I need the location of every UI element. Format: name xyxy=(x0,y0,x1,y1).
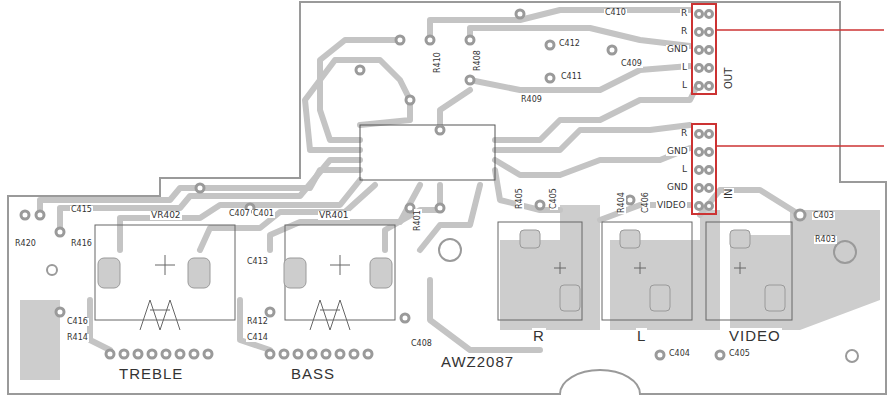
connector-name: IN xyxy=(724,188,734,200)
part-ref: VR401 xyxy=(318,211,350,220)
part-ref: R408 xyxy=(474,49,482,72)
part-ref: C405 xyxy=(728,350,751,358)
part-ref: R414 xyxy=(66,334,89,342)
part-ref: C412 xyxy=(558,40,581,48)
part-ref: R404 xyxy=(618,191,626,214)
part-ref: R420 xyxy=(14,240,37,248)
pin-name: GND xyxy=(666,45,689,54)
mounting-holes xyxy=(47,239,858,362)
part-ref: C404 xyxy=(668,350,691,358)
solder-pads xyxy=(21,10,805,359)
pin-name: L xyxy=(681,165,688,174)
channel-name: L xyxy=(636,328,647,343)
part-ref: C403 xyxy=(812,212,835,220)
channel-name: VIDEO xyxy=(728,328,782,343)
part-ref: C407 xyxy=(228,210,251,218)
board-outline xyxy=(8,2,886,394)
part-ref: C413 xyxy=(246,258,269,266)
connector-name: OUT xyxy=(724,67,734,90)
part-ref: C408 xyxy=(410,340,433,348)
copper-pour xyxy=(20,205,880,380)
part-ref: C406 xyxy=(642,191,650,214)
pin-name: R xyxy=(680,27,688,36)
component-outlines xyxy=(95,222,792,330)
part-ref: C409 xyxy=(620,60,643,68)
pin-name: R xyxy=(680,9,688,18)
pin-name: R xyxy=(680,129,688,138)
ic-outline xyxy=(360,125,495,180)
pin-name: GND xyxy=(666,147,689,156)
pot-pads xyxy=(98,230,785,311)
part-ref: C416 xyxy=(66,318,89,326)
part-ref: R401 xyxy=(414,209,422,232)
part-ref: C401 xyxy=(252,210,275,218)
part-ref: C405 xyxy=(550,187,558,210)
board-number: AWZ2087 xyxy=(440,354,515,369)
part-ref: R416 xyxy=(70,240,93,248)
part-ref: R412 xyxy=(246,318,269,326)
part-ref: R403 xyxy=(814,236,837,244)
part-ref: C415 xyxy=(70,206,93,214)
part-ref: R409 xyxy=(520,96,543,104)
pin-name: L xyxy=(681,63,688,72)
pin-name: VIDEO xyxy=(656,201,687,210)
part-ref: R410 xyxy=(434,51,442,74)
pin-name: L xyxy=(681,81,688,90)
copper-traces xyxy=(40,10,800,350)
part-ref: C414 xyxy=(246,334,269,342)
control-name: BASS xyxy=(290,366,336,381)
pin-name: GND xyxy=(666,183,689,192)
connector-pins xyxy=(692,4,884,214)
part-ref: C411 xyxy=(560,73,583,81)
part-ref: C410 xyxy=(604,9,627,17)
part-ref: R405 xyxy=(516,187,524,210)
channel-name: R xyxy=(532,328,546,343)
part-ref: VR402 xyxy=(150,211,182,220)
control-name: TREBLE xyxy=(118,366,184,381)
